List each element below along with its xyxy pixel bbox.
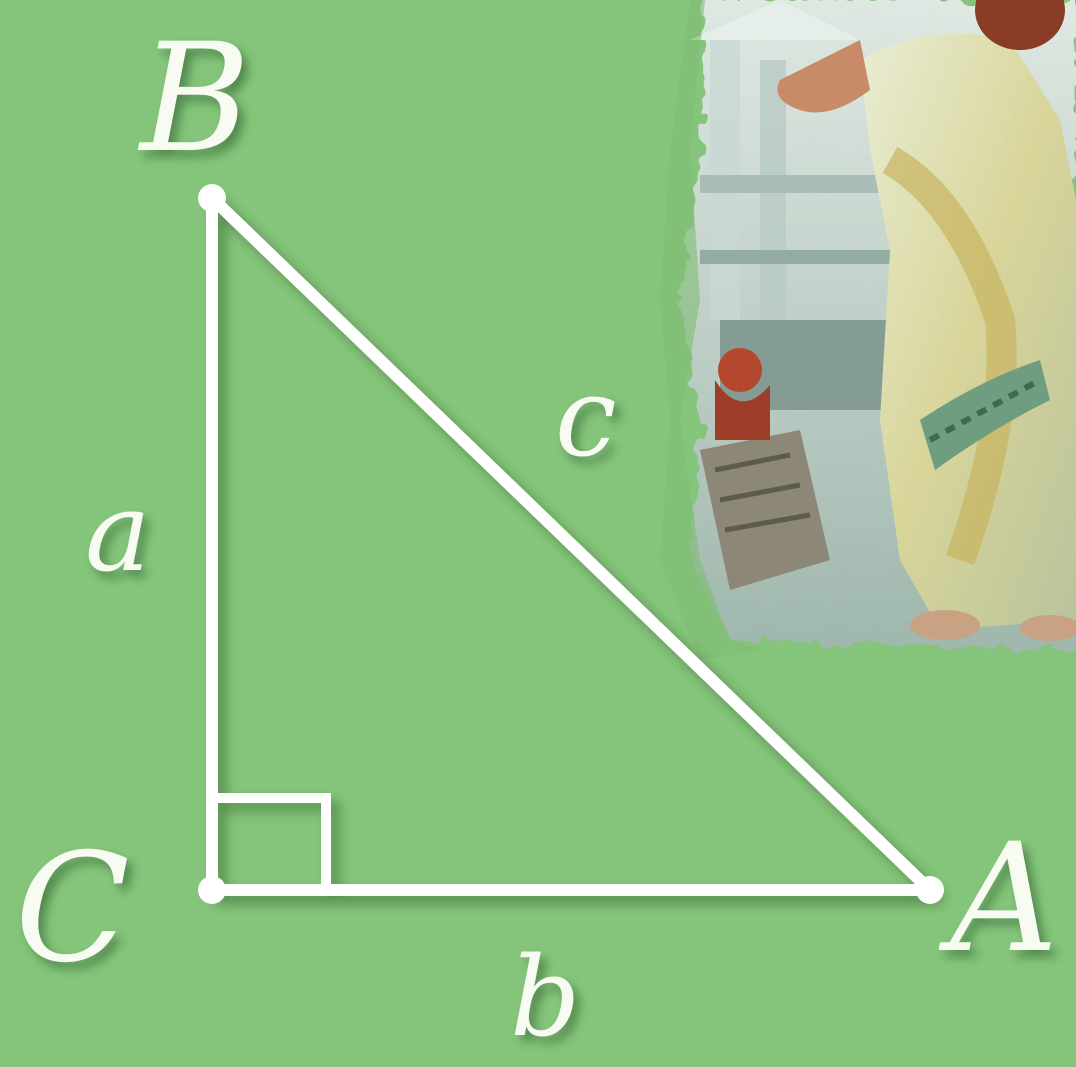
- vertex-c-label: C: [15, 822, 130, 996]
- side-c-line: [206, 192, 936, 896]
- vertex-points: [198, 184, 944, 904]
- triangle: [206, 192, 936, 896]
- vertex-a-label: A: [938, 812, 1058, 986]
- right-angle-marker: [207, 793, 331, 895]
- side-b-label: b: [510, 933, 580, 1061]
- vertex-c-point: [198, 876, 226, 904]
- philosopher-painting: [660, 0, 1076, 660]
- side-a-label: a: [85, 468, 151, 596]
- vertex-a-point: [916, 876, 944, 904]
- vertex-b-point: [198, 184, 226, 212]
- side-c-label: c: [555, 353, 617, 481]
- vertex-b-label: B: [137, 12, 250, 186]
